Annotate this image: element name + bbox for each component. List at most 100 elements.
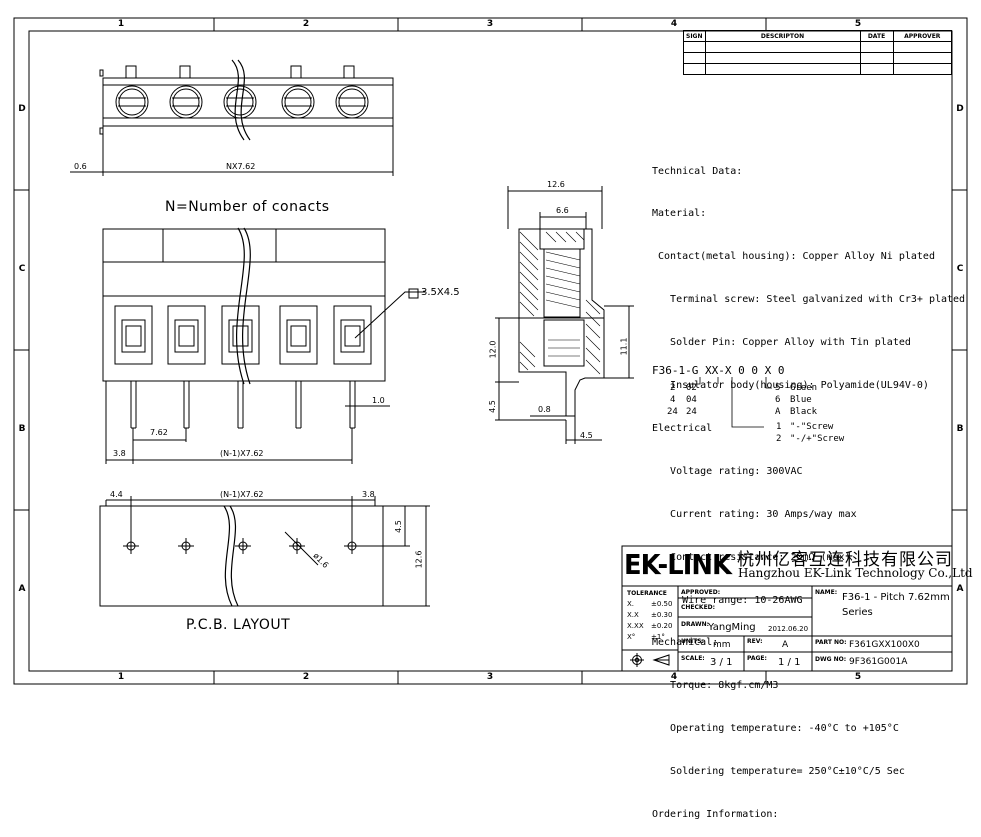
dim-3-5x4-5: 3.5X4.5 — [421, 287, 460, 298]
ordering-color-key-2: A — [775, 407, 781, 417]
zone-row-a-left: A — [18, 584, 26, 594]
dim-3-8-front: 3.8 — [113, 449, 126, 458]
name-line-2: Series — [842, 607, 873, 618]
tech-line: Terminal screw: Steel galvanized with Cr… — [652, 294, 966, 306]
zone-col-1-bottom: 1 — [117, 672, 125, 682]
checked-label: CHECKED: — [681, 604, 716, 611]
dim-4-4: 4.4 — [110, 490, 123, 499]
zone-col-2-bottom: 2 — [302, 672, 310, 682]
tech-line: Ordering Information: — [652, 808, 779, 820]
part-no-label: PART NO: — [815, 639, 847, 646]
tech-line: Contact(metal housing): Copper Alloy Ni … — [652, 251, 935, 263]
ordering-way-key-2: 24 — [667, 407, 678, 417]
tech-line: Operating temperature: -40°C to +105°C — [652, 723, 899, 735]
dim-4-5-side: 4.5 — [487, 400, 497, 413]
rev-label: REV: — [747, 638, 763, 645]
dim-n1-front: (N-1)X7.62 — [220, 449, 264, 458]
zone-col-5-top: 5 — [854, 19, 862, 29]
dim-0-6: 0.6 — [74, 162, 87, 171]
drawn-label: DRAWN: — [681, 621, 710, 628]
ordering-way-key-1: 4 — [670, 395, 676, 405]
dim-12-6-top: 12.6 — [547, 180, 565, 189]
ordering-color-val-0: Green — [790, 383, 818, 393]
dim-6-6: 6.6 — [556, 206, 569, 215]
page-value: 1 / 1 — [778, 657, 801, 668]
tech-line: Solder Pin: Copper Alloy with Tin plated — [652, 337, 911, 349]
tolerance-val-1: ±0.30 — [651, 611, 673, 619]
ordering-color-key-1: 6 — [775, 395, 781, 405]
company-name-cn: 杭州亿客互连科技有限公司 — [737, 550, 953, 570]
tech-line: Material: — [652, 208, 707, 220]
tech-line: Current rating: 30 Amps/way max — [652, 508, 857, 520]
tolerance-key-0: X. — [627, 600, 635, 608]
ordering-way-val-1: 04 — [686, 395, 697, 405]
scale-value: 3 / 1 — [710, 657, 733, 668]
dim-3-8-pcb: 3.8 — [362, 490, 375, 499]
company-logo: EK-LINK — [624, 548, 732, 581]
ordering-screw-key-1: 2 — [776, 434, 782, 444]
dim-7-62: 7.62 — [150, 428, 168, 437]
ordering-color-key-0: 5 — [775, 383, 781, 393]
units-label: UNITS: — [681, 638, 704, 645]
zone-row-c-left: C — [18, 264, 26, 274]
ordering-color-val-1: Blue — [790, 395, 812, 405]
dim-12-0: 12.0 — [488, 340, 498, 359]
dim-4-5-pcb: 4.5 — [393, 520, 403, 533]
zone-row-c-right: C — [956, 264, 964, 274]
zone-row-a-right: A — [956, 584, 964, 594]
ordering-code: F36-1-G XX-X 0 0 X 0 — [652, 364, 785, 377]
tech-line: Mechanical: — [652, 637, 719, 649]
zone-col-5-bottom: 5 — [854, 672, 862, 682]
dim-4-5-bottom: 4.5 — [580, 431, 593, 440]
ordering-screw-val-1: "-/+"Screw — [790, 434, 845, 444]
dwg-no-value: 9F361G001A — [849, 657, 908, 667]
tech-line: Electrical — [652, 422, 713, 434]
caption-number-of-contacts: N=Number of conacts — [165, 199, 330, 215]
part-no-value: F361GXX100X0 — [849, 640, 920, 650]
dim-12-6-pcb: 12.6 — [414, 550, 424, 569]
name-label: NAME: — [815, 589, 838, 596]
tolerance-val-3: ±1° — [651, 633, 665, 641]
tolerance-label: TOLERANCE — [627, 590, 667, 597]
tech-line: Insulator body(housing): Polyamide(UL94V… — [652, 380, 929, 392]
rev-header-approver: APPROVER — [892, 30, 952, 42]
tolerance-key-2: X.XX — [627, 622, 644, 630]
tech-line: Torque: 8kgf.cm/M3 — [652, 680, 779, 692]
zone-col-2-top: 2 — [302, 19, 310, 29]
rev-header-description: DESCRIPTON — [704, 30, 861, 42]
tolerance-key-1: X.X — [627, 611, 639, 619]
zone-row-d-left: D — [18, 104, 26, 114]
zone-col-1-top: 1 — [117, 19, 125, 29]
drawn-date: 2012.06.20 — [768, 625, 809, 633]
zone-col-4-top: 4 — [670, 19, 678, 29]
zone-row-b-right: B — [956, 424, 964, 434]
zone-row-d-right: D — [956, 104, 964, 114]
dim-11-1: 11.1 — [619, 337, 629, 356]
dim-0-8: 0.8 — [538, 405, 551, 414]
ordering-way-val-0: 02 — [686, 383, 697, 393]
ordering-way-key-0: 2 — [670, 383, 676, 393]
scale-label: SCALE: — [681, 655, 705, 662]
company-name-en: Hangzhou EK-Link Technology Co.,Ltd — [738, 566, 973, 580]
zone-col-4-bottom: 4 — [670, 672, 678, 682]
dim-nx7-62: NX7.62 — [226, 162, 256, 171]
ordering-screw-key-0: 1 — [776, 422, 782, 432]
approved-label: APPROVED: — [681, 589, 721, 596]
units-value: mm — [713, 640, 731, 650]
tech-line: Voltage rating: 300VAC — [652, 465, 803, 477]
tech-line: Technical Data: — [652, 165, 743, 177]
revision-table: SIGN DESCRIPTON DATE APPROVER — [683, 30, 952, 75]
tech-line: Soldering temperature= 250°C±10°C/5 Sec — [652, 766, 905, 778]
dim-1-0: 1.0 — [372, 396, 385, 405]
caption-pcb-layout: P.C.B. LAYOUT — [186, 617, 291, 633]
tolerance-val-0: ±0.50 — [651, 600, 673, 608]
tolerance-val-2: ±0.20 — [651, 622, 673, 630]
tolerance-key-3: X° — [627, 633, 636, 641]
page-label: PAGE: — [747, 655, 767, 662]
rev-header-sign: SIGN — [683, 30, 706, 42]
dim-n1-pcb: (N-1)X7.62 — [220, 490, 264, 499]
name-line-1: F36-1 - Pitch 7.62mm — [842, 592, 950, 603]
zone-col-3-top: 3 — [486, 19, 494, 29]
rev-value: A — [782, 640, 789, 650]
technical-data: Technical Data: Material: Contact(metal … — [652, 136, 965, 837]
